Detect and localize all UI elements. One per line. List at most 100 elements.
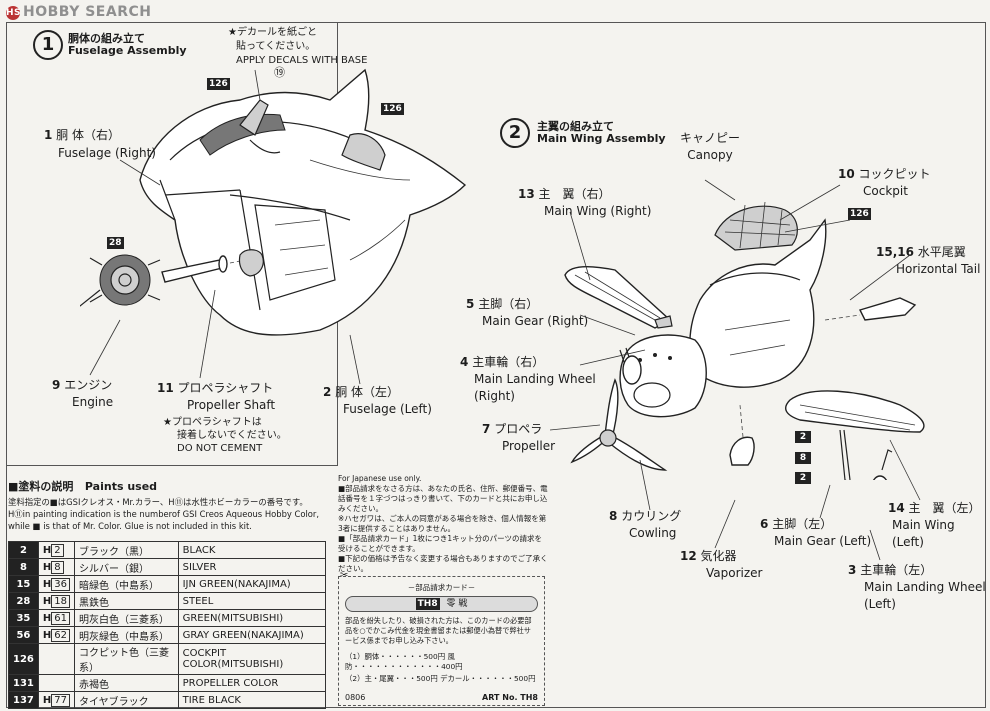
cement-note: ★プロペラシャフトは 接着しないでください。 DO NOT CEMENT [163,417,287,454]
paint-ref-126: 126 [848,208,871,220]
paint-name-en: TIRE BLACK [177,691,327,709]
part10-label: 10 コックピット Cockpit [838,167,931,198]
paint-code: 126 [8,643,39,675]
paint-ref-8: 8 [795,452,811,464]
parts-request-card: －部品請求カード－ TH8 零 戦 部品を紛失したり、破損された方は、このカード… [338,576,545,706]
paint-name-jp: 明灰白色（三菱系） [73,609,179,627]
part1-label-en: Fuselage (Right) [58,146,156,160]
scissors-icon: ✂ [340,570,349,581]
part6-label: 6 主脚（左） Main Gear (Left) [760,517,872,548]
paint-name-jp: 黒鉄色 [73,592,179,610]
decal-note: ★デカールを紙ごと 貼ってください。 APPLY DECALS WITH BAS… [228,27,368,66]
paint-ref-126: 126 [381,103,404,115]
paint-name-en: GREEN(MITSUBISHI) [177,609,327,627]
hobby-prefix: H [42,561,52,573]
paint-code: 15 [8,575,39,593]
horizontal-tail-part [859,297,917,321]
part8-label: 8 カウリング Cowling [609,509,682,540]
hobby-number: 61 [51,611,70,625]
paint-name-en: IJN GREEN(NAKAJIMA) [177,575,327,593]
part9-label: 9 エンジン Engine [52,378,114,409]
part1-label: 1 胴 体（右） [43,128,120,142]
paint-name-en: GRAY GREEN(NAKAJIMA) [177,626,327,644]
hobby-number: 2 [51,543,64,557]
paint-name-jp: 明灰緑色（中島系） [73,626,179,644]
hobby-prefix: H [42,544,52,556]
part11-label: 11 プロペラシャフト Propeller Shaft [157,381,276,412]
hobby-number: 62 [51,628,70,642]
canopy-label: キャノピー Canopy [680,131,741,162]
paint-name-en: COCKPIT COLOR(MITSUBISHI) [177,643,327,675]
wing-assembly-drawing [564,201,925,480]
part3-label: 3 主車輪（左） Main Landing Wheel (Left) [848,563,986,611]
part1516-label: 15,16 水平尾翼 Horizontal Tail [876,245,981,276]
propeller-shaft-part [161,255,251,283]
paints-note: 塗料指定の■はGSIクレオス・Mr.カラー、H⑪は水性ホビーカラーの番号です。 … [8,497,320,531]
hobby-search-logo-icon: HS [6,6,22,20]
paint-name-jp: タイヤブラック [73,691,179,709]
hobby-number: 8 [51,560,64,574]
part12-label: 12 気化器 Vaporizer [680,549,763,580]
vaporizer-part [729,436,755,466]
hobby-number: 77 [51,693,70,707]
cowling-part [619,334,707,418]
hobby-number: 18 [51,594,70,608]
paint-name-en: SILVER [177,558,327,576]
part2-label: 2 胴 体（左） Fuselage (Left) [323,385,432,416]
order-notes: For Japanese use only. ■部品請求をなさる方は、あなたの氏… [338,474,548,573]
paint-code: 2 [8,541,39,559]
hobby-color-code [37,674,75,692]
step1-title-jp: 胴体の組み立て [68,32,145,45]
paint-code: 28 [8,592,39,610]
engine-part [80,254,161,307]
hobby-prefix: H [42,612,52,624]
paint-ref-126: 126 [207,78,230,90]
paint-code: 56 [8,626,39,644]
paint-row: 126 コクピット色（三菱系）COCKPIT COLOR(MITSUBISHI) [8,643,327,675]
paint-name-en: PROPELLER COLOR [177,674,327,692]
paint-ref-28: 28 [107,237,124,249]
shaft-hub [238,249,264,277]
paint-name-jp: ブラック（黒） [73,541,179,559]
step1-number: 1 [33,30,63,60]
hobby-number: 36 [51,577,70,591]
hobby-prefix: H [42,629,52,641]
paint-code: 131 [8,674,39,692]
step2-leader-lines [549,179,921,561]
step2-title-en: Main Wing Assembly [537,132,666,145]
left-main-gear [839,429,851,480]
step1-leader-lines [89,69,361,385]
step2-number: 2 [500,118,530,148]
paint-ref-2: 2 [795,472,811,484]
part5-label: 5 主脚（右） Main Gear (Right) [466,297,589,328]
hobby-prefix: H [42,595,52,607]
paint-name-jp: コクピット色（三菱系） [73,643,179,675]
step2-title-jp: 主翼の組み立て [537,120,614,133]
paint-name-jp: 赤褐色 [73,674,179,692]
step1-title-en: Fuselage Assembly [68,44,187,57]
canopy-part [714,201,798,251]
hobby-prefix: H [42,694,52,706]
part7-label: 7 プロペラ Propeller [482,422,556,453]
hobby-color-code [37,643,75,675]
paints-heading: ■塗料の説明 Paints used [8,480,158,493]
left-wheel [872,475,888,480]
paint-code: 137 [8,691,39,709]
paint-name-en: STEEL [177,592,327,610]
left-wing-part [785,390,925,433]
paint-code: 35 [8,609,39,627]
paint-name-jp: 暗緑色（中島系） [73,575,179,593]
